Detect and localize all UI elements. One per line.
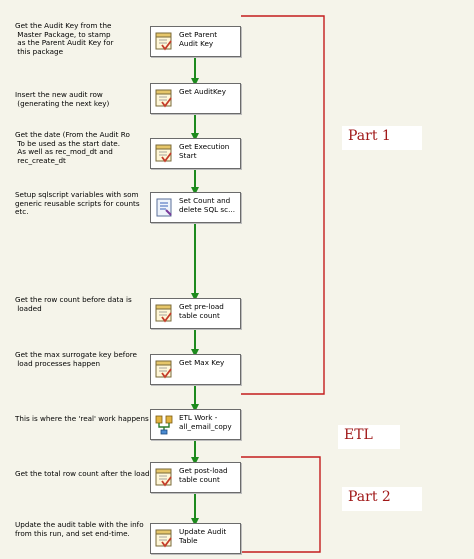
- task-set-count-delete-sql[interactable]: Set Count and delete SQL sc...: [150, 192, 241, 223]
- task-label: Update Audit Table: [179, 528, 227, 545]
- note-insert-audit-row: Insert the new audit row (generating the…: [15, 91, 110, 108]
- note-row-count-before: Get the row count before data is loaded: [15, 296, 132, 313]
- task-update-audit-table[interactable]: Update Audit Table: [150, 523, 241, 554]
- task-get-execution-start[interactable]: Get Execution Start: [150, 138, 241, 169]
- task-get-pre-load-table-count[interactable]: Get pre-load table count: [150, 298, 241, 329]
- note-max-surrogate-key: Get the max surrogate key before load pr…: [15, 351, 137, 368]
- note-setup-variables: Setup sqlscript variables with som gener…: [15, 191, 140, 217]
- bracket-part-1: [241, 15, 325, 395]
- note-total-row-count: Get the total row count after the load: [15, 470, 150, 478]
- label-part-1: Part 1: [342, 126, 422, 150]
- task-label: Get AuditKey: [179, 88, 226, 96]
- task-label: Get Parent Audit Key: [179, 31, 218, 48]
- task-label: Get post-load table count: [179, 467, 228, 484]
- task-label: ETL Work - all_email_copy: [179, 414, 232, 431]
- label-part-2: Part 2: [342, 487, 422, 511]
- note-update-audit: Update the audit table with the info fro…: [15, 521, 144, 538]
- task-etl-work[interactable]: ETL Work - all_email_copy: [150, 409, 241, 440]
- note-real-work: This is where the 'real' work happens: [15, 415, 149, 423]
- task-label: Get Execution Start: [179, 143, 230, 160]
- task-label: Set Count and delete SQL sc...: [179, 197, 235, 214]
- bracket-part-2: [241, 456, 321, 553]
- task-label: Get Max Key: [179, 359, 225, 367]
- task-get-parent-audit-key[interactable]: Get Parent Audit Key: [150, 26, 241, 57]
- task-get-post-load-table-count[interactable]: Get post-load table count: [150, 462, 241, 493]
- task-get-auditkey[interactable]: Get AuditKey: [150, 83, 241, 114]
- task-label: Get pre-load table count: [179, 303, 224, 320]
- note-parent-audit-key: Get the Audit Key from the Master Packag…: [15, 22, 114, 56]
- task-get-max-key[interactable]: Get Max Key: [150, 354, 241, 385]
- note-get-date: Get the date (From the Audit Ro To be us…: [15, 131, 130, 165]
- label-etl: ETL: [338, 425, 400, 449]
